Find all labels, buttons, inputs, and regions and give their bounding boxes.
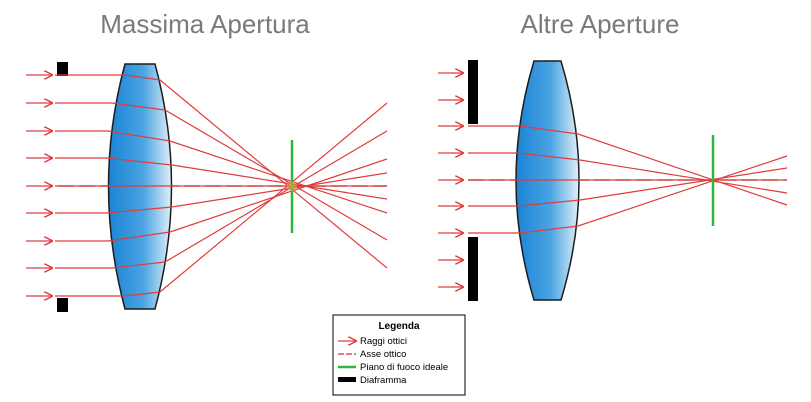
legend-diaphragm-symbol (338, 377, 356, 382)
right-panel (438, 60, 788, 301)
right-title: Altre Aperture (521, 9, 680, 39)
left-incoming-rays (26, 75, 52, 296)
right-refracted-rays (468, 125, 788, 234)
legend-axis-label: Asse ottico (360, 349, 406, 360)
left-refracted-rays (55, 74, 388, 297)
legend-diaphragm-label: Diaframma (360, 375, 407, 386)
legend-focal-label: Piano di fuoco ideale (360, 362, 448, 373)
left-diaphragm-top (57, 62, 68, 76)
right-incoming-rays (438, 73, 463, 287)
left-title: Massima Apertura (100, 9, 310, 39)
legend-ray-label: Raggi ottici (360, 336, 407, 347)
left-panel (26, 62, 388, 312)
legend-title: Legenda (378, 321, 420, 332)
left-focus-blur (287, 181, 297, 191)
left-diaphragm-bottom (57, 298, 68, 312)
right-diaphragm-bottom (468, 237, 478, 301)
legend: Legenda Raggi ottici Asse ottico Piano d… (332, 314, 466, 396)
right-diaphragm-top (468, 60, 478, 124)
